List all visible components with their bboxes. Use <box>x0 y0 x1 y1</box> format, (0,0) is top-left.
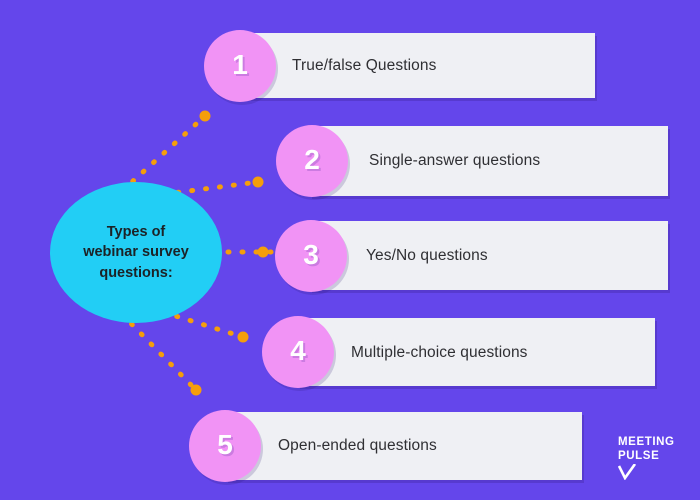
item-label-2: Single-answer questions <box>369 152 541 169</box>
item-number-5: 5 <box>217 429 233 460</box>
item-number-1: 1 <box>232 49 248 80</box>
item-badge-3: 3 <box>275 220 347 292</box>
connector-dot-3 <box>257 246 269 258</box>
item-badge-2: 2 <box>276 125 348 197</box>
item-card-2 <box>310 126 668 196</box>
check-mark-icon <box>617 463 637 481</box>
hub-title: Types of webinar survey questions: <box>66 222 206 284</box>
logo-text-line-1: MEETING <box>618 436 675 448</box>
item-card-3 <box>310 221 668 290</box>
meetingpulse-logo: MEETING PULSE <box>617 436 688 482</box>
connector-dot-1 <box>199 110 211 122</box>
item-badge-4: 4 <box>262 316 334 388</box>
hub-title-line-1: Types of <box>106 223 166 240</box>
item-number-4: 4 <box>290 335 306 366</box>
connector-dot-2 <box>252 176 264 188</box>
hub-title-line-2: webinar survey <box>83 244 189 261</box>
item-card-4 <box>298 318 655 386</box>
central-hub[interactable]: Types of webinar survey questions: <box>50 182 222 323</box>
item-badge-1: 1 <box>204 30 276 102</box>
item-card-5 <box>226 412 582 480</box>
item-card-1 <box>240 33 595 98</box>
connector-dot-5 <box>190 384 202 396</box>
item-label-4: Multiple-choice questions <box>351 344 528 361</box>
item-number-2: 2 <box>304 144 320 175</box>
item-label-5: Open-ended questions <box>278 437 437 454</box>
hub-title-line-3: questions: <box>99 264 173 281</box>
item-label-3: Yes/No questions <box>366 247 488 264</box>
logo-text-line-2: PULSE <box>618 449 660 462</box>
connector-dot-4 <box>237 331 249 343</box>
item-badge-5: 5 <box>189 410 261 482</box>
item-label-1: True/false Questions <box>292 57 437 74</box>
item-number-3: 3 <box>303 239 319 270</box>
